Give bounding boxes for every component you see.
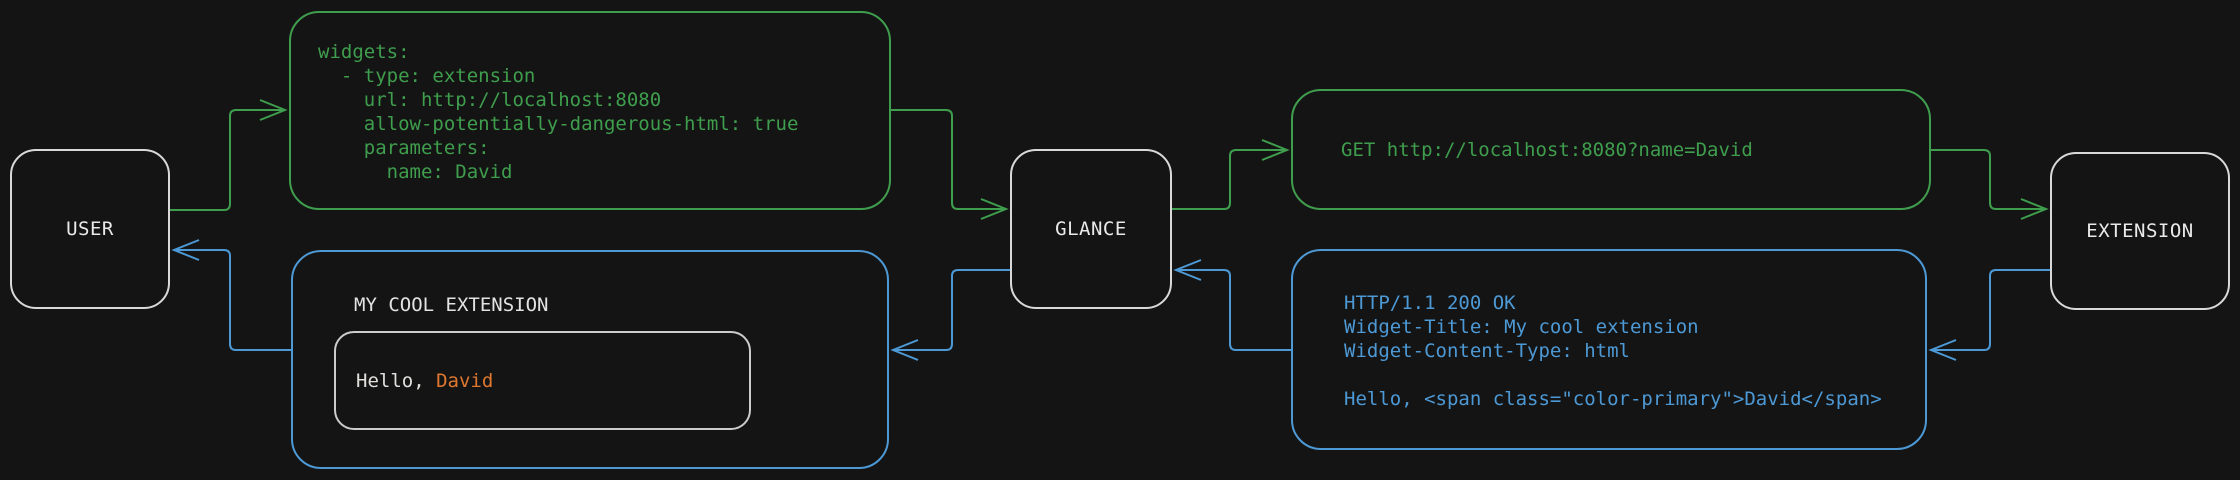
response-line	[1344, 363, 1925, 387]
edge-request-to-extension	[1931, 149, 2049, 220]
config-yaml-content: widgets: - type: extension url: http://l…	[291, 13, 889, 184]
edge-config-to-glance	[891, 109, 1009, 220]
response-line: Widget-Content-Type: html	[1344, 340, 1630, 362]
edge-glance-to-widget	[890, 269, 1010, 361]
node-user: USER	[10, 149, 170, 309]
rendered-widget-box: MY COOL EXTENSION Hello, David	[291, 250, 889, 469]
widget-title: MY COOL EXTENSION	[354, 294, 549, 316]
config-line: parameters:	[318, 137, 490, 159]
node-user-label: USER	[66, 218, 114, 240]
config-line: allow-potentially-dangerous-html: true	[318, 113, 799, 135]
widget-greeting: Hello, David	[356, 370, 493, 392]
config-yaml-box: widgets: - type: extension url: http://l…	[289, 11, 891, 210]
node-extension-label: EXTENSION	[2086, 220, 2194, 242]
http-response-box: HTTP/1.1 200 OK Widget-Title: My cool ex…	[1291, 249, 1927, 450]
response-line: Widget-Title: My cool extension	[1344, 316, 1699, 338]
edge-extension-to-response	[1928, 269, 2050, 361]
config-line: - type: extension	[318, 65, 536, 87]
widget-inner-box: Hello, David	[334, 331, 751, 430]
greeting-prefix: Hello,	[356, 369, 437, 392]
response-line: HTTP/1.1 200 OK	[1344, 292, 1516, 314]
http-request-text: GET http://localhost:8080?name=David	[1341, 138, 1753, 161]
node-glance-label: GLANCE	[1055, 218, 1127, 240]
config-line: name: David	[318, 161, 513, 183]
edge-glance-to-request	[1172, 139, 1290, 210]
config-line: widgets:	[318, 41, 410, 63]
edge-response-to-glance	[1173, 259, 1291, 351]
edge-widget-to-user	[171, 239, 291, 351]
greeting-name: David	[436, 369, 494, 392]
config-line: url: http://localhost:8080	[318, 89, 662, 111]
response-line: Hello, <span class="color-primary">David…	[1344, 388, 1882, 410]
node-glance: GLANCE	[1010, 149, 1172, 309]
node-extension: EXTENSION	[2050, 152, 2230, 310]
edge-user-to-config	[170, 99, 288, 211]
http-response-content: HTTP/1.1 200 OK Widget-Title: My cool ex…	[1293, 251, 1925, 411]
http-request-box: GET http://localhost:8080?name=David	[1291, 89, 1931, 210]
